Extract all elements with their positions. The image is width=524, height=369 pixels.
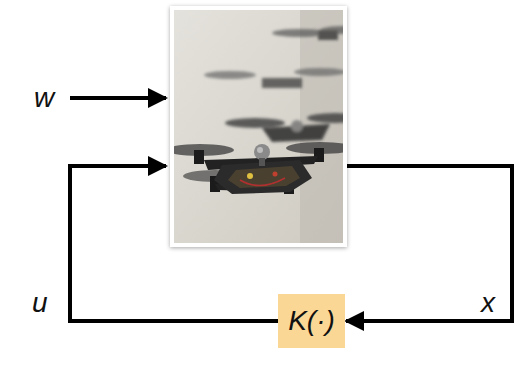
signal-label: w (34, 84, 54, 112)
controller-label: K(·) (288, 307, 335, 335)
state-wire (346, 166, 512, 321)
signal-label: u (32, 289, 48, 317)
control-wire (70, 166, 278, 321)
controller-box: K(·) (278, 294, 345, 348)
disturbance-arrow (70, 96, 166, 100)
signal-label: x (481, 289, 495, 317)
